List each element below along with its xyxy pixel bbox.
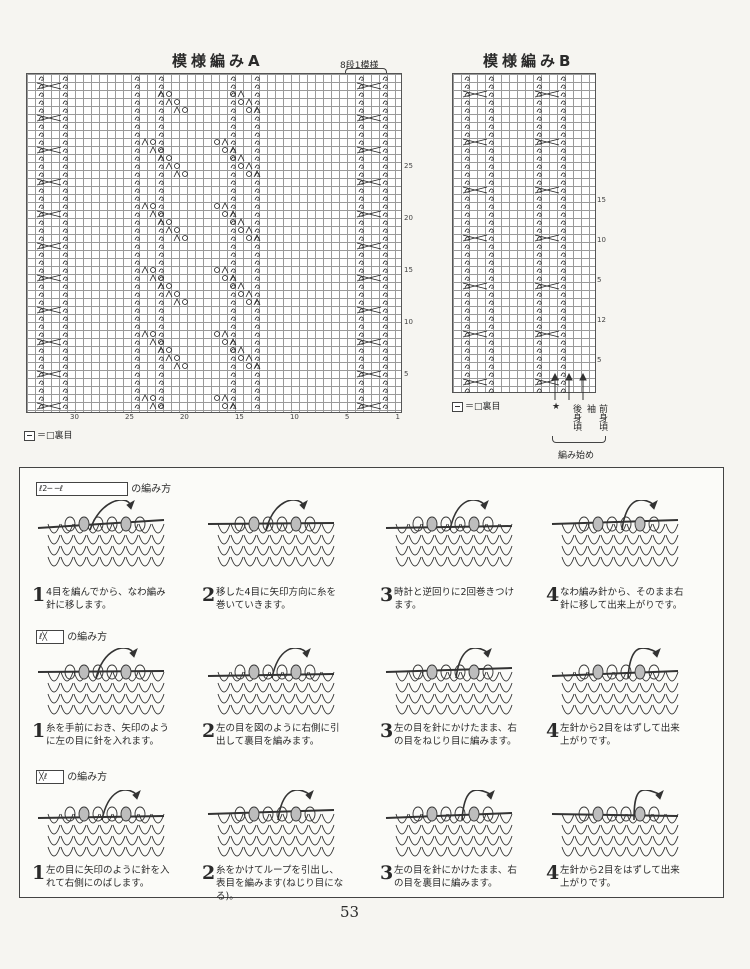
step-text: 時計と逆回りに2回巻きつけます。: [394, 587, 515, 611]
step-number: 4: [546, 862, 560, 884]
step-text: 左針から2目をはずして出来上がりです。: [560, 865, 680, 889]
step-text: 移した4目に矢印方向に糸を巻いていきます。: [216, 587, 337, 611]
label-back-body: 後身頃: [571, 404, 581, 431]
knitting-step-illustration: [207, 648, 335, 715]
chart-a-row-numbers: 25 20 15 10 5: [404, 162, 413, 378]
label-front-body: 前身頃: [597, 404, 607, 431]
chart-b-legend: ＝□裏目: [452, 399, 501, 412]
chart-b-title: 模様編みB: [483, 52, 575, 70]
chart-a-title: 模様編みA: [172, 52, 264, 70]
purl-symbol-icon: [452, 401, 463, 412]
twist-left-symbol-icon: ℓ╳: [36, 630, 64, 644]
section2-heading: ℓ╳ の編み方: [36, 628, 107, 644]
knitting-step-illustration: [551, 648, 679, 715]
step-text: 糸をかけてループを引出し、表目を編みます(ねじり目になる)。: [216, 865, 344, 902]
step-text: 左の目に矢印のように針を入れて右側にのばします。: [46, 865, 170, 889]
chart-b-symbols: [462, 76, 566, 393]
step-text: 4目を編んでから、なわ編み針に移します。: [46, 587, 166, 611]
chart-a-col-numbers: 30 25 20 15 10 5 1: [70, 413, 400, 421]
knitting-step-illustration: [207, 500, 335, 567]
step-number: 3: [380, 720, 394, 742]
section1-heading: ℓ2─ ─ℓ の編み方: [36, 480, 171, 496]
step-number: 4: [546, 720, 560, 742]
step-text: 左針から2目をはずして出来上がりです。: [560, 723, 680, 747]
knitting-step-illustration: [37, 500, 165, 567]
knitting-step-illustration: [551, 790, 679, 857]
page-number: 53: [340, 903, 360, 921]
start-arrows: [551, 372, 587, 400]
step-number: 4: [546, 584, 560, 606]
coil-symbol-icon: ℓ2─ ─ℓ: [36, 482, 128, 496]
start-bracket: [552, 436, 606, 443]
step-text: 左の目を針にかけたまま、右の目を裏目に編みます。: [394, 865, 517, 889]
label-sleeve: 袖: [585, 404, 595, 413]
knitting-step-illustration: [37, 790, 165, 857]
step-number: 2: [202, 720, 216, 742]
knitting-step-illustration: [37, 648, 165, 715]
knitting-step-illustration: [207, 790, 335, 857]
twist-right-symbol-icon: ╳ℓ: [36, 770, 64, 784]
step-number: 2: [202, 862, 216, 884]
step-number: 3: [380, 584, 394, 606]
knitting-step-illustration: [551, 500, 679, 567]
step-number: 1: [32, 720, 46, 742]
step-text: 糸を手前におき、矢印のように左の目に針を入れます。: [46, 723, 169, 747]
purl-symbol-icon: [24, 430, 35, 441]
step-text: 左の目を図のように右側に引出して裏目を編みます。: [216, 723, 340, 747]
step-text: 左の目を針にかけたまま、右の目をねじり目に編みます。: [394, 723, 517, 747]
step-number: 1: [32, 584, 46, 606]
step-number: 2: [202, 584, 216, 606]
step-text: なわ編み針から、そのまま右針に移して出来上がりです。: [560, 587, 684, 611]
repeat-label: 8段1模様: [340, 61, 379, 71]
star-marker: ★: [552, 402, 561, 412]
section3-heading: ╳ℓ の編み方: [36, 768, 107, 784]
chart-b-grid: [452, 73, 596, 393]
start-label: 編み始め: [558, 451, 595, 461]
chart-a-legend: ＝□裏目: [24, 428, 73, 441]
step-number: 3: [380, 862, 394, 884]
knitting-step-illustration: [385, 648, 513, 715]
knitting-step-illustration: [385, 790, 513, 857]
repeat-bracket: [345, 68, 387, 75]
step-number: 1: [32, 862, 46, 884]
chart-a-grid: [26, 73, 402, 413]
knitting-step-illustration: [385, 500, 513, 567]
chart-a-symbols: [36, 76, 388, 410]
chart-b-row-numbers: 15 10 5 12 5: [597, 196, 606, 364]
